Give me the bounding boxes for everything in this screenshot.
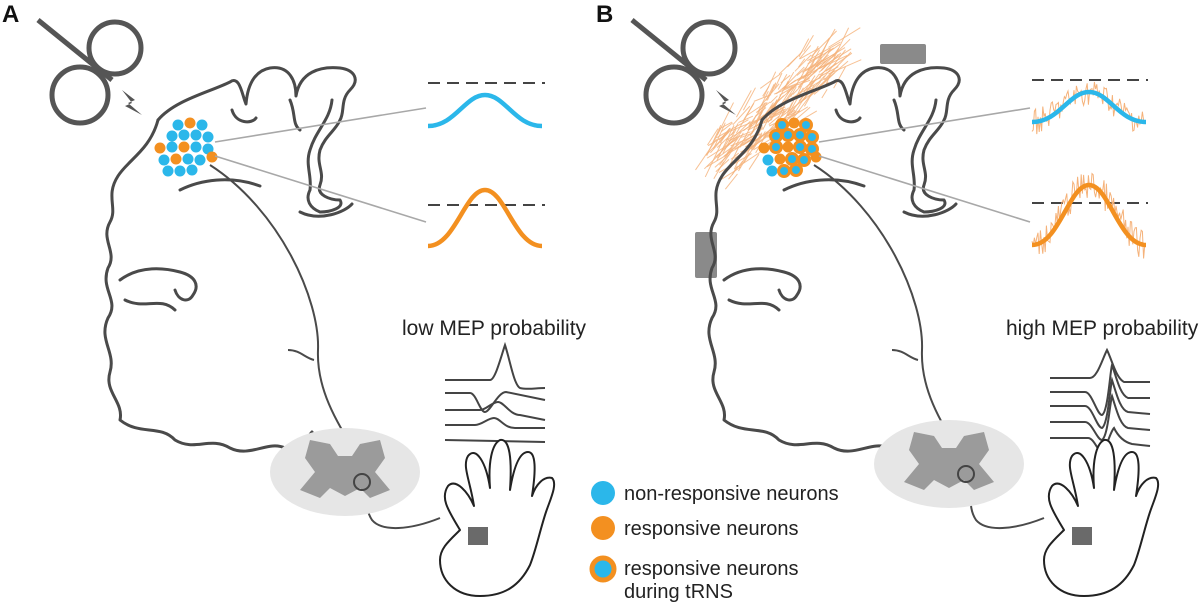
legend-swatch-trns <box>589 555 617 583</box>
noisy-orange-curve-noise <box>1031 172 1146 259</box>
noisy-blue-potential-curve <box>1031 89 1147 125</box>
spinal-cord-icon <box>269 427 421 517</box>
tms-coil-icon <box>36 18 144 126</box>
guide-line <box>214 155 427 223</box>
orange-potential-curve <box>427 187 543 249</box>
legend-trns-line1: responsive neurons <box>624 558 799 580</box>
panel-a: A <box>2 1 587 597</box>
electrode-icon <box>880 44 926 64</box>
panel-b-caption: high MEP probability <box>1006 317 1199 340</box>
legend-swatch-non-responsive <box>591 481 615 505</box>
spinal-cord-icon <box>873 419 1025 509</box>
neuron-cluster-trns <box>758 117 822 178</box>
guide-line <box>818 107 1031 143</box>
mep-traces <box>444 341 546 443</box>
guide-line <box>214 107 427 143</box>
guide-line <box>818 155 1031 223</box>
hand-icon <box>1043 438 1160 597</box>
legend: non-responsive neurons responsive neuron… <box>589 481 839 603</box>
panel-a-caption: low MEP probability <box>402 317 587 340</box>
neuron-cluster <box>154 117 218 177</box>
hand-icon <box>439 438 556 597</box>
mep-traces <box>1050 347 1151 454</box>
lightning-icon <box>122 90 142 115</box>
panel-a-label: A <box>2 1 19 28</box>
noisy-blue-curve-noise <box>1031 81 1146 135</box>
panel-b: B <box>596 1 1199 597</box>
legend-responsive: responsive neurons <box>624 518 799 540</box>
legend-trns-line2: during tRNS <box>624 581 733 603</box>
tms-coil-icon <box>630 18 738 126</box>
blue-potential-curve <box>427 92 543 129</box>
trns-noise-field <box>695 27 862 190</box>
noisy-orange-potential-curve <box>1031 182 1147 248</box>
lightning-icon <box>716 90 736 115</box>
panel-b-label: B <box>596 1 613 28</box>
legend-non-responsive: non-responsive neurons <box>624 483 839 505</box>
legend-swatch-responsive <box>591 516 615 540</box>
